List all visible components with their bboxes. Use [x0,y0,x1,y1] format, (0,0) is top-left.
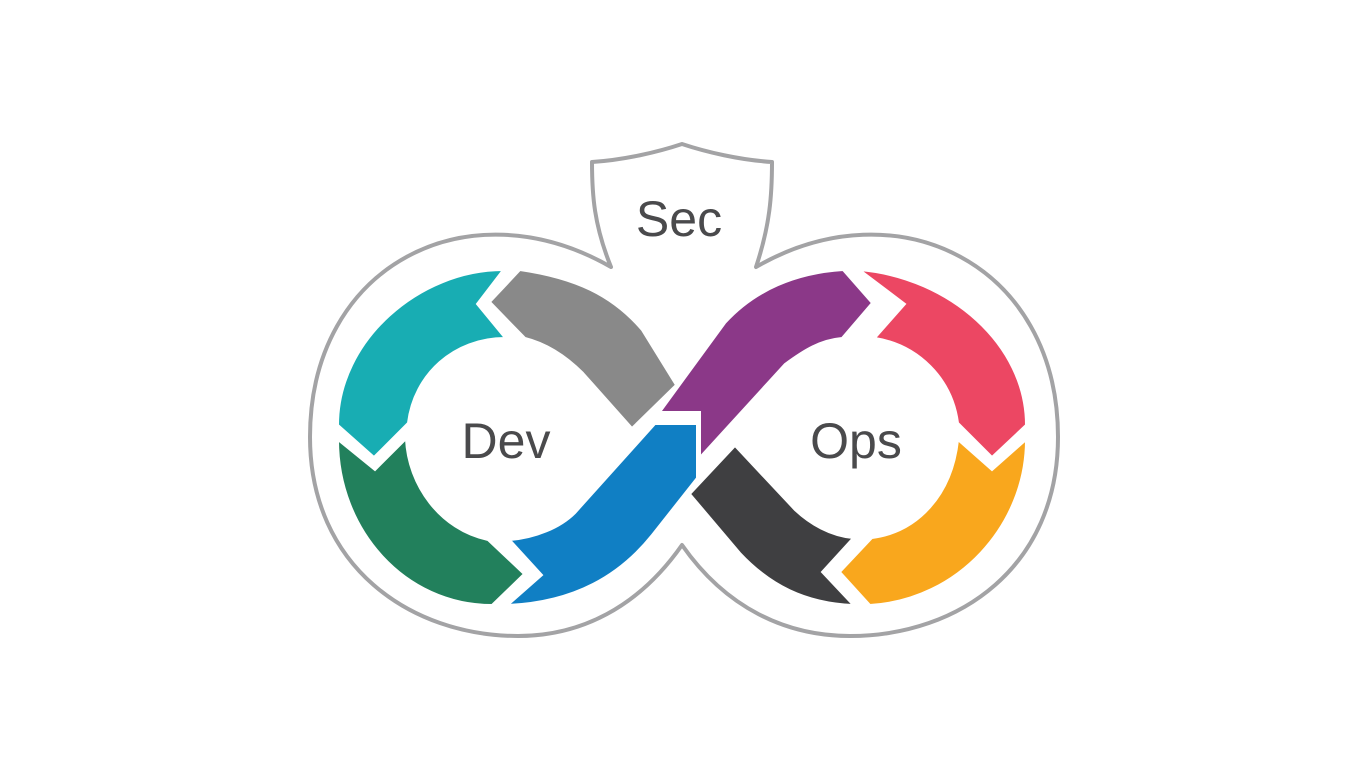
orange-arrow-segment [838,437,1028,607]
gray-arrow-segment [488,268,678,430]
charcoal-arrow-segment [688,444,856,607]
ops-label: Ops [810,413,902,469]
dev-label: Dev [462,413,551,469]
teal-arrow-segment [336,268,508,459]
pink-arrow-segment [856,268,1028,459]
purple-arrow-segment [658,268,874,460]
sec-label: Sec [636,191,722,247]
blue-arrow-segment [505,423,698,607]
green-arrow-segment [336,436,526,607]
